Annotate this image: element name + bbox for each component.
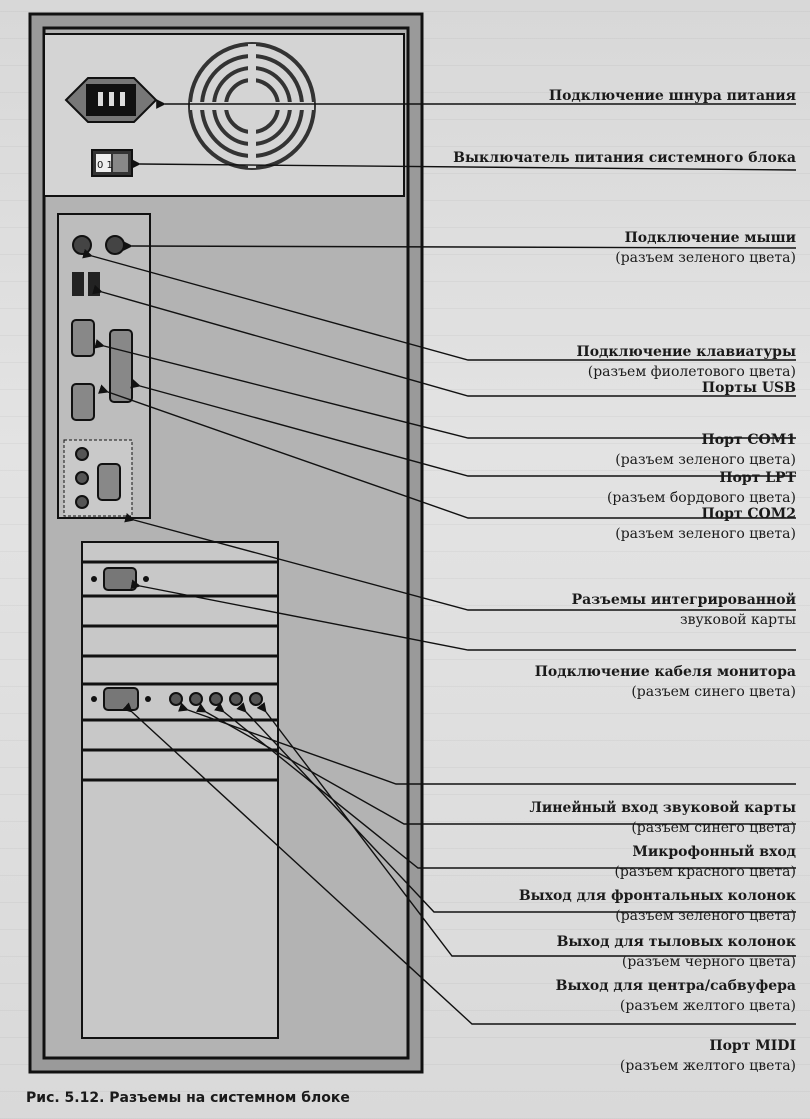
- label-title: Порт COM1: [701, 432, 796, 448]
- vga-port: [91, 567, 149, 591]
- label-usb: Порты USB: [702, 378, 796, 398]
- label-title: Выход для центра/сабвуфера: [555, 978, 796, 994]
- label-sub: (разъем черного цвета): [621, 954, 796, 970]
- label-sub: (разъем желтого цвета): [619, 1058, 796, 1074]
- label-title: Разъемы интегрированной: [571, 592, 796, 608]
- label-center-out: Выход для центра/сабвуфера (разъем желто…: [556, 976, 796, 1016]
- label-mouse: Подключение мыши (разъем зеленого цвета): [615, 228, 796, 268]
- label-power-cord: Подключение шнура питания: [549, 86, 796, 106]
- label-title: Порт LPT: [719, 470, 796, 486]
- sound-jacks: [75, 447, 121, 509]
- figure-caption: Рис. 5.12. Разъемы на системном блоке: [26, 1090, 350, 1106]
- power-switch-text: 0 1: [97, 160, 113, 171]
- label-monitor: Подключение кабеля монитора (разъем сине…: [535, 662, 796, 702]
- label-title: Порты USB: [701, 380, 796, 396]
- expansion-slots: [82, 560, 278, 782]
- label-rear-out: Выход для тыловых колонок (разъем черног…: [557, 932, 796, 972]
- label-sub: звуковой карты: [680, 612, 796, 628]
- leader-lines: [82, 99, 797, 1025]
- label-com2: Порт COM2 (разъем зеленого цвета): [615, 504, 796, 544]
- label-lpt: Порт LPT (разъем бордового цвета): [607, 468, 796, 508]
- fan-grille: [188, 42, 316, 170]
- label-title: Микрофонный вход: [632, 844, 796, 860]
- label-midi: Порт MIDI (разъем желтого цвета): [620, 1036, 796, 1076]
- label-title: Выход для тыловых колонок: [556, 934, 796, 950]
- label-sub: (разъем зеленого цвета): [615, 250, 796, 266]
- label-title: Подключение мыши: [624, 230, 796, 246]
- label-sub: (разъем зеленого цвета): [615, 452, 796, 468]
- expansion-area: [81, 541, 279, 1039]
- label-title: Выключатель питания системного блока: [453, 150, 796, 166]
- label-sub: (разъем желтого цвета): [619, 998, 796, 1014]
- label-sub: (разъем красного цвета): [614, 864, 796, 880]
- label-title: Порт COM2: [701, 506, 796, 522]
- com-ports: [71, 319, 133, 421]
- label-title: Линейный вход звуковой карты: [529, 800, 796, 816]
- label-title: Подключение кабеля монитора: [534, 664, 796, 680]
- label-sub: (разъем фиолетового цвета): [587, 364, 796, 380]
- label-mic: Микрофонный вход (разъем красного цвета): [614, 842, 796, 882]
- label-title: Порт MIDI: [709, 1038, 796, 1054]
- label-title: Выход для фронтальных колонок: [518, 888, 796, 904]
- label-title: Подключение клавиатуры: [576, 344, 797, 360]
- label-power-switch: Выключатель питания системного блока: [453, 148, 796, 168]
- label-sub: (разъем бордового цвета): [606, 490, 796, 506]
- label-sub: (разъем синего цвета): [631, 820, 796, 836]
- power-socket: [64, 77, 158, 123]
- label-front-out: Выход для фронтальных колонок (разъем зе…: [519, 886, 796, 926]
- label-sub: (разъем зеленого цвета): [615, 908, 796, 924]
- label-com1: Порт COM1 (разъем зеленого цвета): [615, 430, 796, 470]
- label-sound-integrated: Разъемы интегрированной звуковой карты: [572, 590, 796, 630]
- label-line-in: Линейный вход звуковой карты (разъем син…: [529, 798, 796, 838]
- label-title: Подключение шнура питания: [548, 88, 796, 104]
- label-sub: (разъем зеленого цвета): [615, 526, 796, 542]
- label-keyboard: Подключение клавиатуры (разъем фиолетово…: [577, 342, 797, 382]
- label-sub: (разъем синего цвета): [631, 684, 796, 700]
